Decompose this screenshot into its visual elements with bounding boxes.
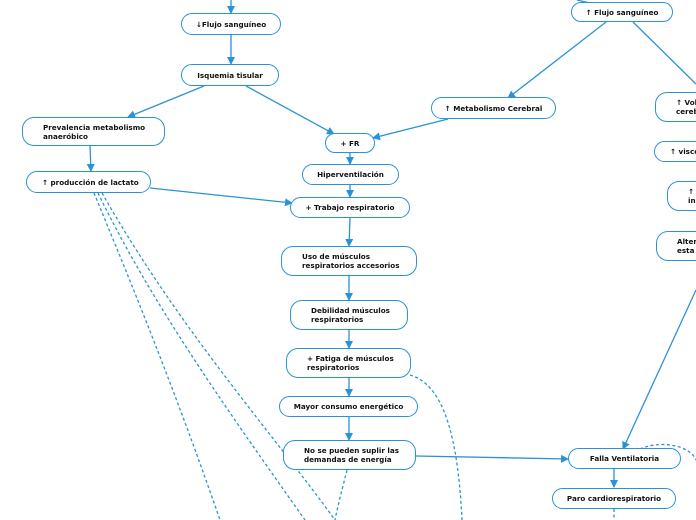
edge-dashed-lactato-b [97,192,306,520]
node-paro-cardiorespiratorio[interactable]: Paro cardiorespiratorio [552,488,676,509]
edge-dashed-lactato-a [93,192,221,520]
edge-lactato-to-trabajo [149,187,293,207]
node-alteracion-partial[interactable]: Alter esta [656,231,696,261]
node-trabajo-respiratorio[interactable]: + Trabajo respiratorio [290,197,410,218]
node-no-suplir-demandas[interactable]: No se pueden suplir las demandas de ener… [283,440,416,470]
node-fatiga-musculos[interactable]: + Fatiga de músculos respiratorios [286,348,411,378]
node-volumen-cerebral-partial[interactable]: ↑ Vol cereb [655,92,696,122]
node-viscosidad-partial[interactable]: ↑ visco [654,141,696,162]
node-flujo-sanguineo-disminuido[interactable]: ↓Flujo sanguíneo [181,13,281,35]
node-produccion-lactato[interactable]: ↑ producción de lactato [26,171,151,193]
edge-dashed-fatiga [409,374,463,520]
node-mayor-consumo[interactable]: Mayor consumo energético [279,396,418,417]
edge-prevalencia-to-lactato [86,145,95,172]
node-prevalencia-metabolismo[interactable]: Prevalencia metabolismo anaeróbico [22,117,165,146]
edge-isquemia-to-fr [245,85,335,135]
node-isquemia-tisular[interactable]: Isquemia tisular [181,64,279,86]
edge-dashed-falla-right [639,443,696,461]
edge-trabajo-to-uso [345,217,354,247]
node-flujo-sanguineo-aumentado[interactable]: ↑ Flujo sanguíneo [571,2,673,22]
node-debilidad-musculos[interactable]: Debilidad músculos respiratorios [290,300,408,330]
edge-flujo-right-to-volumen [632,21,696,85]
node-in-partial[interactable]: ↑ in [667,181,696,211]
node-uso-musculos-accesorios[interactable]: Uso de músculos respiratorios accesorios [281,246,417,276]
node-fr[interactable]: + FR [325,133,375,153]
edge-isquemia-to-prevalencia [127,85,205,119]
node-metabolismo-cerebral[interactable]: ↑ Metabolismo Cerebral [431,97,556,119]
node-falla-ventilatoria[interactable]: Falla Ventilatoria [568,448,681,469]
edge-flujo-right-to-metabolismo [507,21,607,99]
edge-metabolismo-to-fr [372,118,449,141]
node-hiperventilacion[interactable]: Hiperventilación [302,164,399,185]
edge-no-suplir-to-falla [415,454,569,463]
edge-alter-to-falla [622,289,696,450]
edge-dashed-lactato-c [101,192,336,520]
edge-dashed-no-suplir [334,469,348,520]
